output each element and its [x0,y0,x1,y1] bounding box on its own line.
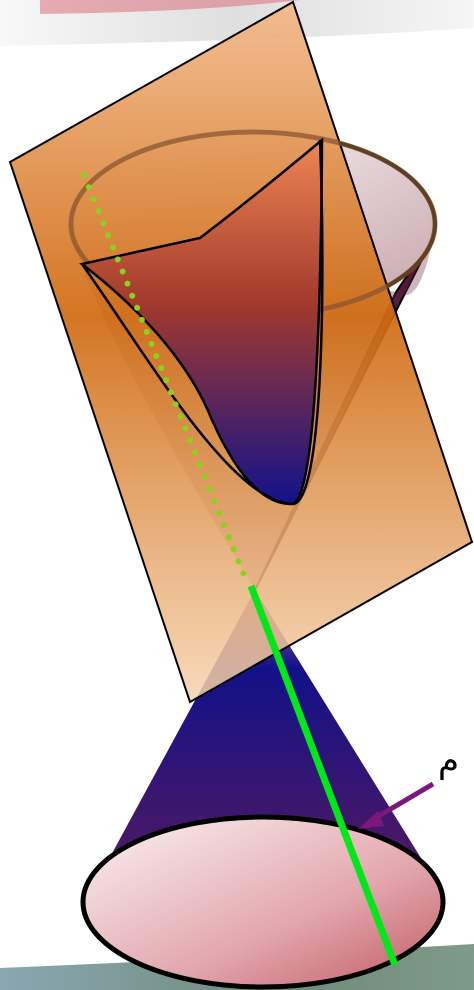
generator-label: م [438,741,460,781]
generator-line [247,584,399,967]
pointer-arrow-shaft [370,781,435,823]
parabola-section [79,137,324,506]
parabola-curve [80,139,324,506]
lower-cone-base [80,814,446,990]
pointer-arrow-head [358,811,384,829]
top-decor-stripe [40,0,300,14]
